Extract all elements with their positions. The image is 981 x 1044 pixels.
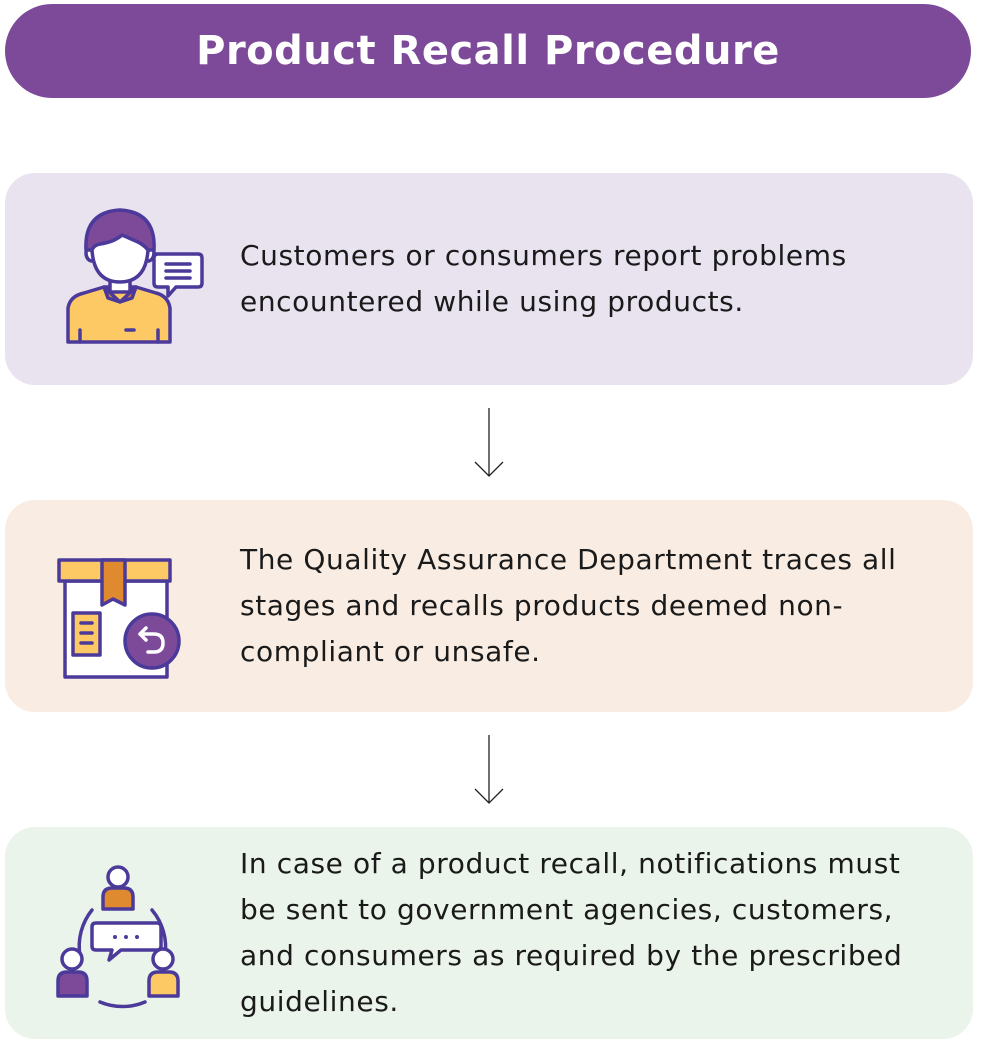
step-text: The Quality Assurance Department traces … [240, 543, 897, 668]
product-return-box-icon [57, 558, 181, 679]
step-card-1: Customers or consumers report problems e… [5, 173, 973, 385]
step-text: In case of a product recall, notificatio… [240, 847, 903, 1018]
title-banner: Product Recall Procedure [5, 4, 971, 98]
step-card-2: The Quality Assurance Department traces … [5, 500, 973, 712]
step-card-3: In case of a product recall, notificatio… [5, 827, 973, 1039]
customer-report-icon [66, 208, 204, 344]
arrow-down-icon [474, 735, 504, 804]
step-text: Customers or consumers report problems e… [240, 239, 847, 318]
communication-network-icon [56, 865, 180, 1009]
arrow-down-icon [474, 408, 504, 477]
page-title: Product Recall Procedure [196, 28, 780, 74]
